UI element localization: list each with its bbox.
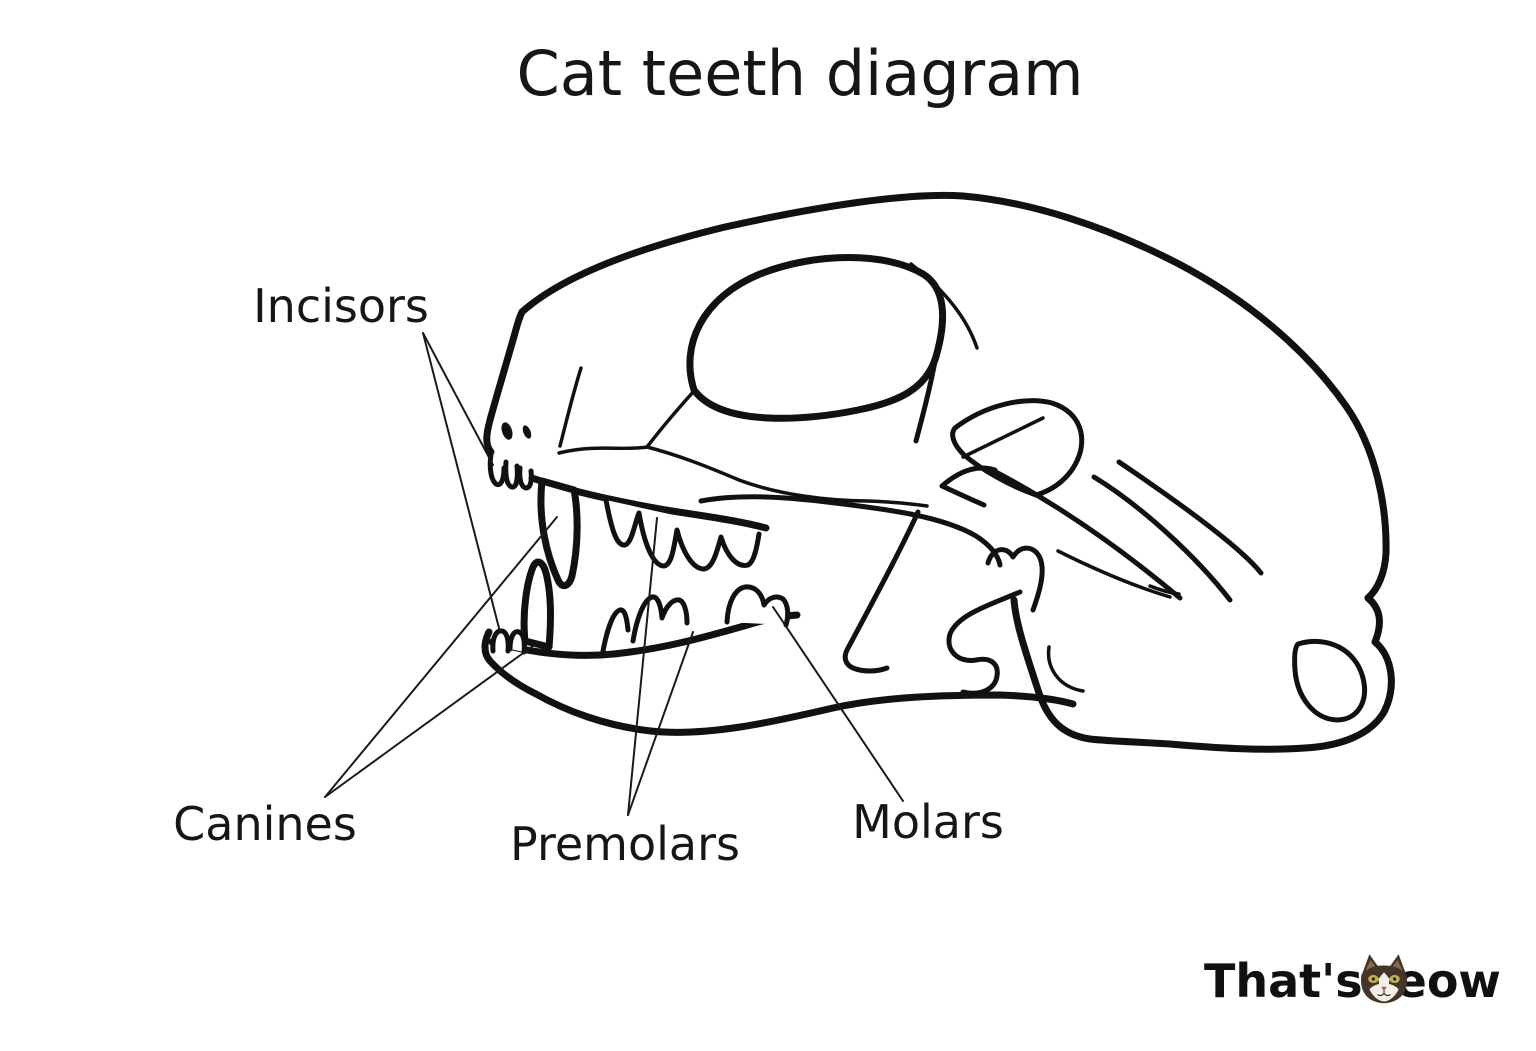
maxilla-suture-squiggle — [557, 445, 929, 508]
leader-premolars-lower — [627, 631, 694, 816]
leader-incisors-lower — [422, 332, 501, 633]
watermark-text-left: That's — [1204, 954, 1363, 1008]
nasal-suture — [558, 366, 583, 448]
upper-incisor-teeth — [487, 451, 534, 491]
squamosal-curve — [1091, 474, 1233, 603]
cat-skull-drawing — [481, 191, 1395, 753]
occipital-dash — [1148, 584, 1181, 596]
leader-incisors-upper — [422, 332, 494, 466]
page-title: Cat teeth diagram — [516, 37, 1083, 110]
leader-premolars-upper — [627, 517, 658, 816]
mandible-outline — [481, 628, 1077, 736]
brow-line — [909, 262, 979, 350]
watermark-text-right: eow — [1395, 954, 1501, 1008]
watermark: That's eow — [1204, 950, 1501, 1012]
leader-molars — [772, 606, 904, 802]
mastoid-foramen — [1292, 638, 1367, 723]
postorbital-ridge-line — [961, 416, 1045, 459]
cheek-arch-line — [698, 494, 1003, 568]
cheek-ridge — [645, 389, 696, 449]
face-front-edge — [483, 308, 526, 456]
bulla-curve — [1046, 645, 1085, 693]
nostril-right — [522, 425, 532, 439]
leader-canines-upper — [324, 516, 558, 798]
condyle-humps — [985, 545, 1045, 613]
label-canines: Canines — [173, 797, 357, 851]
label-premolars: Premolars — [510, 817, 740, 871]
lower-incisor-teeth — [490, 628, 527, 655]
lambdoid-crest — [1116, 459, 1264, 576]
orbit-back-edge — [913, 353, 939, 444]
zygomatic-arch — [987, 466, 1183, 601]
ramus-front-edge — [842, 509, 921, 674]
upper-premolar-teeth — [603, 497, 762, 572]
label-molars: Molars — [852, 795, 1004, 849]
cranium-outline — [518, 191, 1390, 602]
squamosal-ridge — [1056, 549, 1172, 599]
orbit-outline — [686, 254, 947, 422]
cat-face-icon — [1360, 954, 1407, 1004]
lower-molar-tooth — [724, 584, 791, 628]
lower-premolar-teeth — [600, 594, 690, 654]
leader-canines-lower — [324, 642, 538, 798]
leader-lines — [324, 332, 904, 816]
angular-curl — [946, 589, 1023, 696]
lower-canine-tooth — [520, 558, 555, 651]
nostril-left — [501, 422, 513, 440]
label-incisors: Incisors — [253, 279, 429, 333]
upper-canine-tooth — [537, 477, 581, 590]
